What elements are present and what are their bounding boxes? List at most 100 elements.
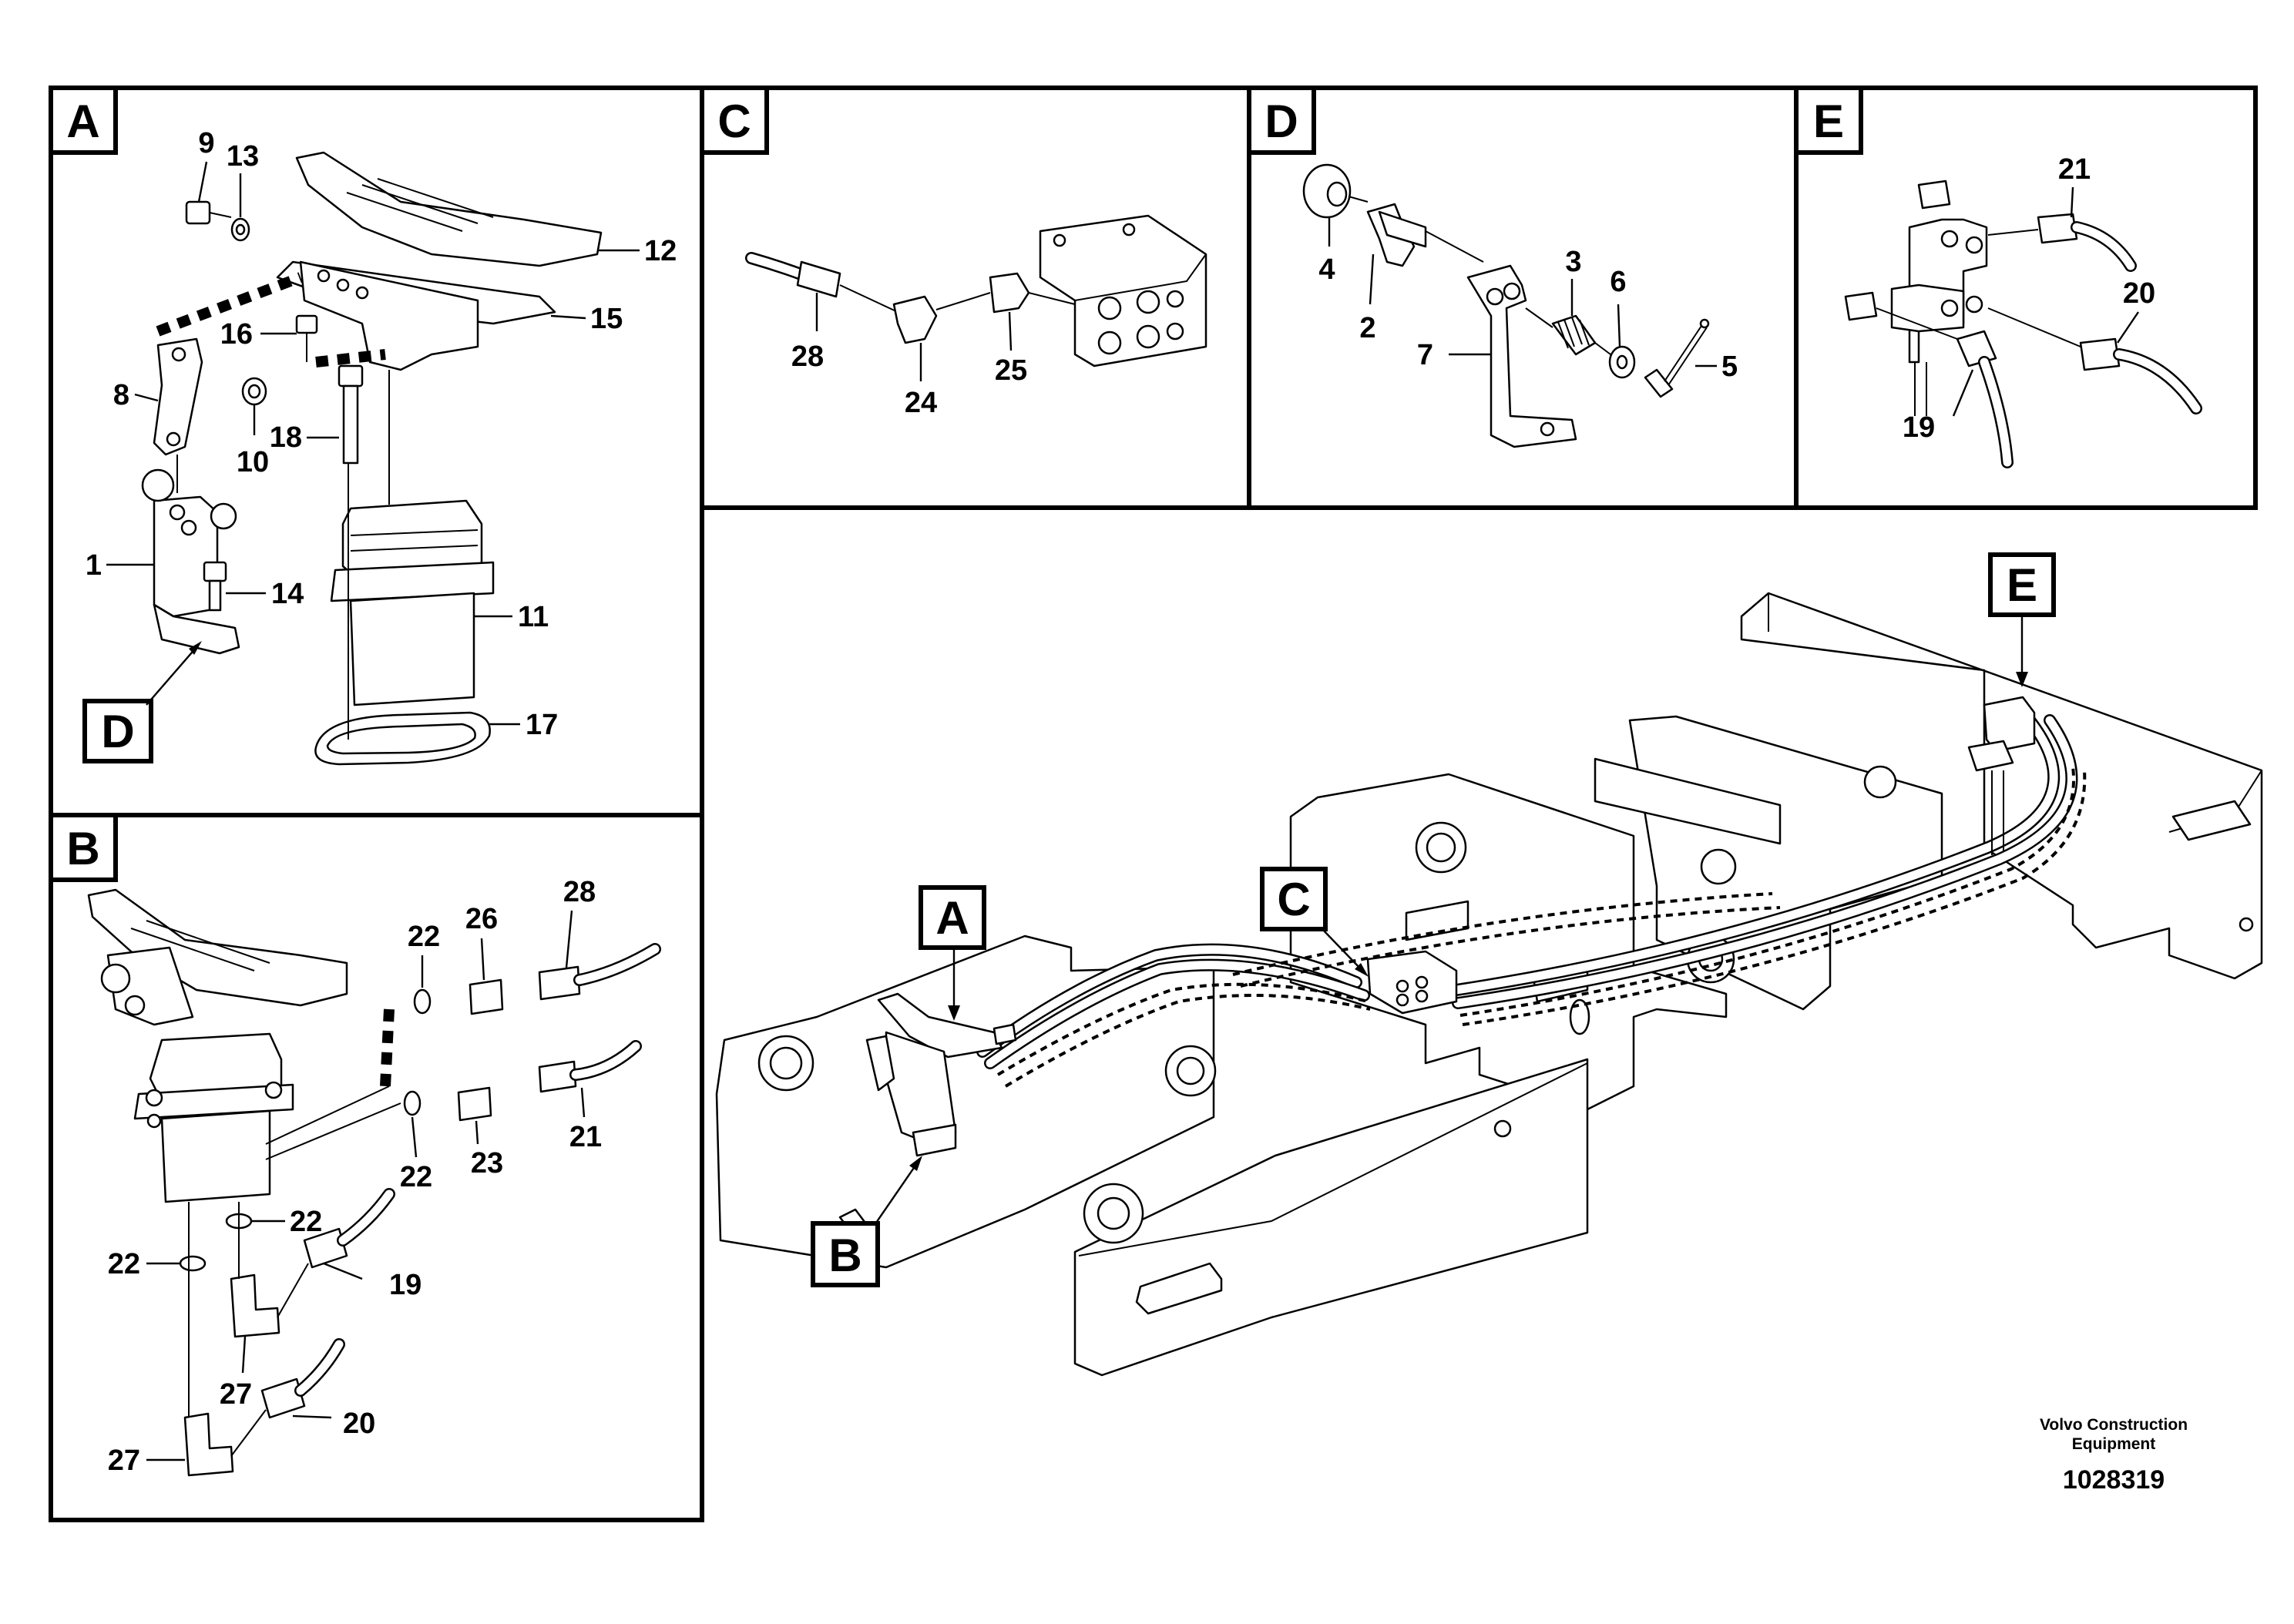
fitting-e-top — [1917, 180, 1951, 210]
panel-b-tag: B — [66, 823, 99, 874]
callout-c-28: 28 — [791, 341, 824, 373]
callout-b-19: 19 — [389, 1269, 422, 1301]
ov-tag-b-box — [811, 1221, 880, 1287]
pedal-b — [87, 888, 348, 1007]
overview-drawing: A B C E — [715, 552, 2263, 1377]
callout-a-16: 16 — [220, 318, 253, 351]
brand-line-1: Volvo Construction — [2040, 1416, 2188, 1434]
callout-a-13: 13 — [227, 140, 259, 173]
panel-e-tag-box — [1794, 86, 1863, 155]
valve-flange — [330, 561, 495, 602]
ov-tag-c: C — [1277, 874, 1310, 925]
plate-8 — [153, 337, 203, 456]
adapter-26 — [469, 978, 504, 1015]
callout-b-22-b: 22 — [400, 1161, 432, 1193]
callout-b-22-c: 22 — [290, 1206, 322, 1238]
elbow-27-b — [183, 1412, 234, 1477]
callout-e-21: 21 — [2058, 153, 2091, 186]
callout-a-1: 1 — [86, 549, 102, 582]
bolt-18 — [338, 364, 364, 388]
callout-e-19: 19 — [1903, 411, 1935, 444]
pedal-ribs — [346, 178, 494, 232]
valve-b-body — [160, 1109, 271, 1203]
panel-c-tag: C — [717, 96, 751, 147]
panel-c-drawing: 28 24 25 — [745, 214, 1207, 419]
ov-manifold-c — [1366, 950, 1458, 1015]
callout-a-17: 17 — [526, 709, 558, 741]
callout-d-6: 6 — [1610, 266, 1626, 298]
callout-a-10: 10 — [237, 446, 269, 478]
switch-1 — [153, 495, 219, 618]
ov-tag-e: E — [2007, 559, 2037, 611]
dash-link-mid — [315, 349, 386, 367]
elbow-24 — [892, 295, 938, 344]
ov-tag-e-box — [1988, 552, 2056, 617]
callout-a-8: 8 — [113, 379, 129, 411]
panel-c-tag-box — [700, 86, 769, 155]
callout-a-15: 15 — [590, 303, 623, 335]
dash-link-top — [156, 272, 303, 337]
hose-fitting-19 — [303, 1227, 348, 1269]
panel-b-tag-box — [49, 813, 118, 882]
switch-1-base — [153, 603, 240, 655]
callout-b-23: 23 — [471, 1147, 503, 1179]
bolt-16 — [295, 314, 318, 334]
elbow-27-a — [230, 1273, 280, 1338]
callout-d-4: 4 — [1318, 253, 1335, 286]
fitting-e-left — [1844, 291, 1878, 321]
doc-number: 1028319 — [2063, 1465, 2165, 1495]
callout-d-2: 2 — [1359, 312, 1375, 344]
ref-tag-d-box — [82, 699, 153, 763]
callout-b-27-b: 27 — [108, 1444, 140, 1477]
panel-b-drawing: 22 26 28 22 23 21 22 22 19 27 20 27 — [87, 876, 661, 1477]
panel-d-drawing: 4 2 7 3 6 5 — [1302, 163, 1738, 448]
panel-a-tag-box — [49, 86, 118, 155]
callout-e-20: 20 — [2123, 277, 2155, 310]
bolt-18-shank — [342, 384, 359, 465]
callout-a-11: 11 — [518, 601, 549, 633]
callout-d-5: 5 — [1721, 351, 1738, 383]
frame-main — [1289, 773, 1728, 1111]
ov-tag-c-box — [1260, 867, 1328, 931]
bolt-14 — [203, 561, 227, 582]
hose-fitting-28 — [538, 965, 581, 1001]
ov-valve-e — [1983, 696, 2036, 753]
callout-d-7: 7 — [1417, 339, 1433, 371]
callout-c-25: 25 — [995, 354, 1027, 387]
frame-rear — [1740, 592, 2263, 980]
oring-22-a — [413, 988, 432, 1015]
callout-b-26: 26 — [465, 903, 498, 935]
callout-b-28: 28 — [563, 876, 596, 908]
ov-tag-a: A — [935, 892, 969, 944]
ref-tag-d: D — [101, 706, 134, 757]
callout-a-12: 12 — [644, 235, 677, 267]
callout-a-9: 9 — [198, 127, 214, 159]
switch-1-head — [141, 468, 175, 502]
hose-fitting-21-e — [2037, 213, 2078, 244]
branding: Volvo Construction Equipment 1028319 — [2040, 1416, 2188, 1495]
hose-fitting-20-e — [2079, 337, 2121, 371]
brand-line-2: Equipment — [2072, 1435, 2156, 1453]
callout-b-22-a: 22 — [408, 921, 440, 953]
panel-a-tag: A — [66, 96, 99, 147]
manifold-block-c — [1039, 214, 1207, 367]
callout-b-22-d: 22 — [108, 1248, 140, 1280]
panel-e-drawing: 21 20 19 — [1844, 153, 2202, 468]
callout-b-21: 21 — [569, 1121, 602, 1153]
adapter-23 — [457, 1086, 492, 1122]
adapter-25 — [989, 272, 1030, 314]
callout-c-24: 24 — [905, 387, 937, 419]
panel-d-tag-box — [1247, 86, 1316, 155]
hose-fitting-21 — [538, 1060, 577, 1093]
callout-b-20: 20 — [343, 1408, 375, 1440]
bolt-9 — [185, 200, 211, 225]
hose-fitting-28-c — [796, 260, 841, 298]
oring-22-d — [179, 1255, 207, 1272]
pedal-12 — [295, 151, 603, 267]
callout-a-14: 14 — [271, 578, 304, 610]
panel-e-frame — [1794, 86, 2258, 510]
bracket-7 — [1466, 264, 1577, 448]
panel-frames — [49, 86, 2258, 1522]
